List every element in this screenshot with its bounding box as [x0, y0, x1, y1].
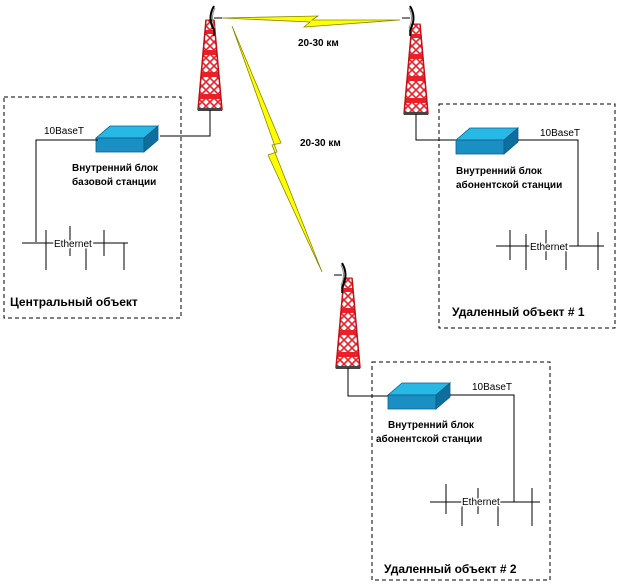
remote1-ethernet-bus [496, 230, 604, 270]
radio-link-diagonal [231, 25, 323, 273]
remote2-unit-label-2: абонентской станции [376, 433, 482, 445]
central-site-box [3, 96, 182, 319]
distance-diagonal-label: 20-30 км [300, 138, 341, 149]
tower-central [197, 19, 223, 112]
remote1-unit-label-1: Внутренний блок [456, 165, 543, 177]
central-site-name: Центральный объект [10, 295, 138, 309]
remote2-site-name: Удаленный объект # 2 [384, 562, 517, 576]
remote2-ethernet-label: Ethernet [462, 497, 500, 508]
central-unit-label-2: базовой станции [72, 176, 156, 188]
remote2-site-box [371, 361, 551, 581]
remote2-port-label: 10BaseT [472, 382, 512, 393]
tower-remote1 [403, 23, 429, 116]
remote2-ethernet-bus [430, 484, 540, 526]
central-ethernet-label: Ethernet [54, 239, 92, 250]
remote1-ethernet-label: Ethernet [530, 242, 568, 253]
central-indoor-unit-icon [95, 125, 159, 153]
central-port-label: 10BaseT [44, 126, 84, 137]
remote2-indoor-unit-icon [387, 382, 451, 410]
remote1-port-label: 10BaseT [540, 128, 580, 139]
tower-remote2 [335, 277, 361, 370]
radio-link-top [221, 15, 401, 28]
central-ethernet-bus [22, 226, 128, 270]
remote1-site-box [438, 103, 616, 329]
distance-top-label: 20-30 км [298, 38, 339, 49]
remote1-indoor-unit-icon [455, 127, 519, 155]
remote1-site-name: Удаленный объект # 1 [452, 305, 585, 319]
remote1-unit-label-2: абонентской станции [456, 179, 562, 191]
remote2-unit-label-1: Внутренний блок [388, 419, 475, 431]
central-unit-label-1: Внутренний блок [72, 162, 159, 174]
